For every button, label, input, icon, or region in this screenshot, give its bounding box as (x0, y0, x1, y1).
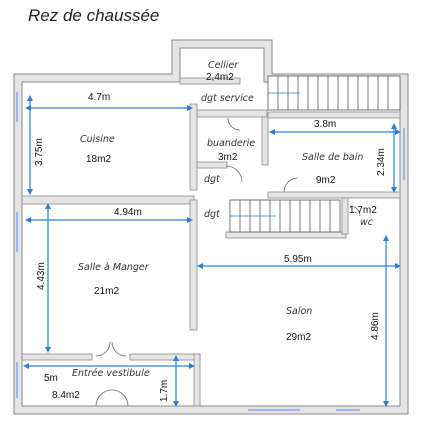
door-buanderie (225, 165, 243, 183)
doors (95, 117, 361, 407)
room-area-entree: 8.4m2 (52, 390, 80, 401)
room-area-cuisine: 18m2 (86, 154, 111, 165)
room-name-dgt-top: dgt (204, 174, 221, 185)
wall-entree-top-2 (129, 353, 201, 361)
room-area-cellier: 2,4m2 (206, 72, 234, 83)
wall-buanderie-bottom (196, 161, 228, 169)
wall-bath-bottom (267, 191, 401, 199)
room-name-salle-a-manger: Salle à Manger (78, 262, 150, 273)
room-name-entree: Entrée vestibule (72, 368, 150, 379)
wall-bath-top (267, 111, 401, 119)
room-name-buanderie: buanderie (207, 138, 255, 149)
door-wc (349, 205, 361, 217)
door-bath (283, 177, 299, 193)
wall-cuisine-right (189, 103, 198, 191)
room-area-buanderie: 3m2 (218, 152, 238, 163)
wall-cellier-bottom (179, 77, 241, 85)
room-name-dgt-mid: dgt (204, 209, 221, 220)
dim-label-sam-height: 4.43m (36, 262, 47, 290)
wall-central (189, 199, 198, 331)
dim-label-bath-width: 3.8m (314, 119, 336, 130)
door-sam-entree (95, 341, 127, 357)
wall-buanderie-right (261, 116, 269, 166)
room-name-salle-de-bain: Salle de bain (302, 152, 363, 163)
plan-title: Rez de chaussée (28, 6, 160, 25)
room-name-wc: wc (360, 217, 374, 228)
dim-label-cuisine-width: 4.7m (88, 92, 110, 103)
windows (16, 92, 405, 411)
wall-cuisine-bottom (21, 195, 195, 205)
room-name-salon: Salon (286, 306, 312, 317)
room-area-salle-de-bain: 9m2 (316, 175, 336, 186)
dim-label-bath-height: 2.34m (376, 148, 387, 176)
wall-entree-top (21, 353, 93, 361)
dimension-lines (23, 95, 401, 407)
staircase-top (267, 75, 401, 111)
wall-entree-right (193, 353, 201, 407)
staircase-middle (229, 199, 341, 233)
room-name-cellier: Cellier (208, 60, 239, 71)
dim-label-entree-width: 5m (44, 373, 58, 384)
wall-wc-left (341, 197, 349, 235)
room-area-salon: 29m2 (286, 332, 311, 343)
room-name-dgt-service: dgt service (201, 93, 254, 104)
room-name-cuisine: Cuisine (80, 134, 115, 145)
dim-label-cuisine-height: 3.75m (34, 138, 45, 166)
dim-label-salon-width: 5.95m (284, 254, 312, 265)
interior-walls (21, 77, 401, 407)
wall-service-bottom (196, 109, 268, 118)
wall-stairs-bottom (225, 231, 347, 239)
door-service (227, 117, 241, 131)
door-entree-main (95, 389, 129, 407)
room-area-salle-a-manger: 21m2 (94, 286, 119, 297)
dim-label-salon-height: 4.86m (370, 312, 381, 340)
dim-label-entree-height: 1.7m (159, 380, 170, 402)
dim-label-sam-width: 4.94m (114, 207, 142, 218)
room-area-wc: 1.7m2 (349, 205, 377, 216)
